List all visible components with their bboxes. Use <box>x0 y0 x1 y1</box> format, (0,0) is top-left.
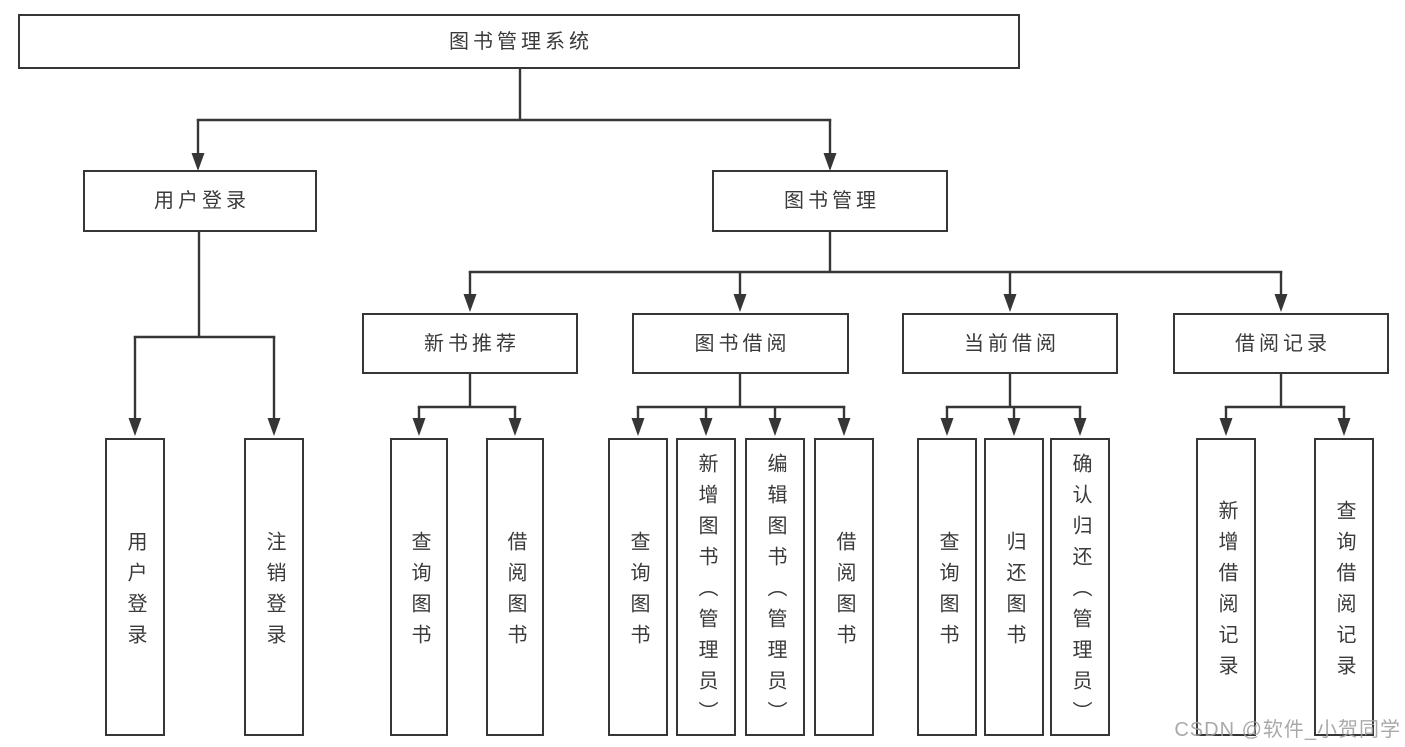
node-label: 借阅记录 <box>1235 332 1331 355</box>
connector-new-book-to-leaves <box>412 373 522 436</box>
node-library-management-system: 图书管理系统 <box>18 14 1020 69</box>
connector-book-borrowing-to-leaves <box>631 373 851 436</box>
node-book-management: 图书管理 <box>712 170 948 232</box>
node-label: 编辑图书（管理员） <box>764 453 786 732</box>
leaf-current-query-books: 查询图书 <box>917 438 977 736</box>
node-label: 图书借阅 <box>694 332 791 355</box>
leaf-newbook-query-books: 查询图书 <box>390 438 448 736</box>
node-label: 新增图书（管理员） <box>695 453 717 732</box>
leaf-current-confirm-return-admin: 确认归还（管理员） <box>1050 438 1110 736</box>
node-label: 注销登录 <box>263 530 285 655</box>
leaf-records-add-borrow-record: 新增借阅记录 <box>1196 438 1256 736</box>
node-label: 借阅图书 <box>833 530 855 655</box>
leaf-logout: 注销登录 <box>244 438 304 736</box>
node-label: 归还图书 <box>1003 530 1025 655</box>
node-label: 查询借阅记录 <box>1333 499 1355 686</box>
node-user-login: 用户登录 <box>83 170 317 232</box>
connector-current-borrowing-to-leaves <box>940 373 1087 436</box>
connector-root-to-level2 <box>191 68 837 171</box>
leaf-borrow-query-books: 查询图书 <box>608 438 668 736</box>
node-label: 查询图书 <box>936 530 958 655</box>
leaf-records-query-borrow-record: 查询借阅记录 <box>1314 438 1374 736</box>
leaf-borrow-borrow-books: 借阅图书 <box>814 438 874 736</box>
leaf-borrow-add-books-admin: 新增图书（管理员） <box>676 438 736 736</box>
node-label: 图书管理 <box>784 190 880 212</box>
node-label: 确认归还（管理员） <box>1069 453 1091 732</box>
node-new-book-recommendation: 新书推荐 <box>362 313 578 374</box>
node-label: 用户登录 <box>154 190 250 212</box>
node-label: 新书推荐 <box>424 332 520 355</box>
connector-user-login-to-leaves <box>128 231 281 436</box>
node-current-borrowing: 当前借阅 <box>902 313 1118 374</box>
leaf-borrow-edit-books-admin: 编辑图书（管理员） <box>745 438 805 736</box>
node-label: 新增借阅记录 <box>1215 499 1237 686</box>
node-label: 用户登录 <box>124 530 146 655</box>
node-label: 借阅图书 <box>504 530 526 655</box>
node-book-borrowing: 图书借阅 <box>632 313 849 374</box>
connector-borrowing-records-to-leaves <box>1219 373 1351 436</box>
node-label: 查询图书 <box>408 530 430 655</box>
node-label: 当前借阅 <box>964 332 1060 355</box>
csdn-watermark: CSDN @软件_小贺同学 <box>1174 719 1401 741</box>
node-label: 图书管理系统 <box>449 30 593 53</box>
node-label: 查询图书 <box>627 530 649 655</box>
leaf-current-return-books: 归还图书 <box>984 438 1044 736</box>
node-borrowing-records: 借阅记录 <box>1173 313 1389 374</box>
leaf-user-login: 用户登录 <box>105 438 165 736</box>
connector-book-management-to-level3 <box>463 231 1288 312</box>
leaf-newbook-borrow-books: 借阅图书 <box>486 438 544 736</box>
